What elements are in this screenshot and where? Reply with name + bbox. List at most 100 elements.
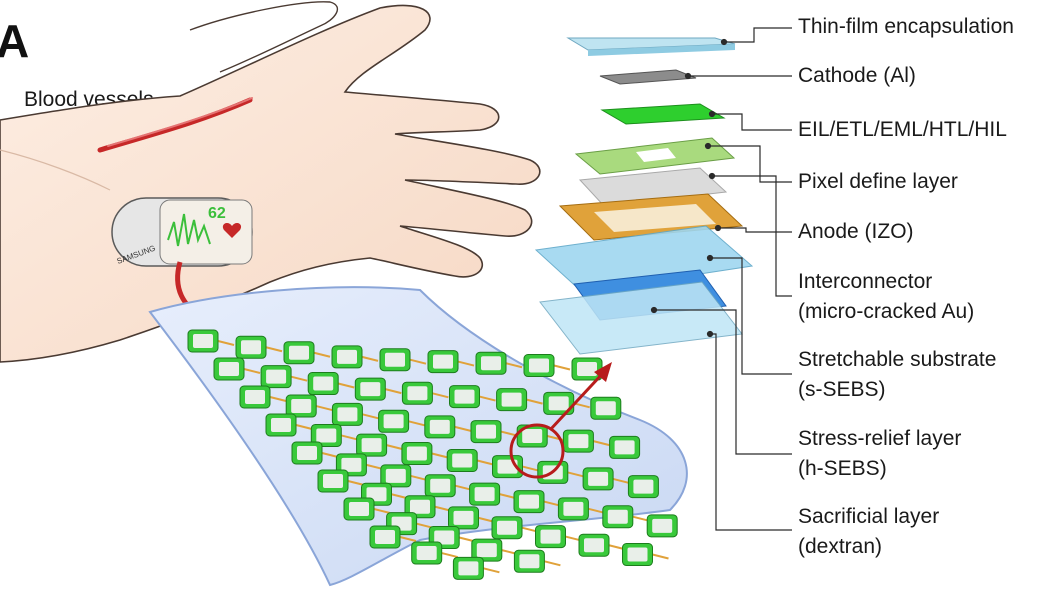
- pixel-interconnect: [483, 567, 500, 574]
- pixel-cell: [378, 409, 410, 433]
- pixel-interconnect: [313, 351, 331, 358]
- pixel-cell: [380, 464, 412, 488]
- pixel-cell: [622, 543, 653, 567]
- hand-illustration: [0, 1, 541, 363]
- pixel-cell: [291, 441, 323, 465]
- magnify-circle: [509, 423, 565, 479]
- pixel-interconnect: [567, 471, 585, 478]
- pixel-interconnect: [399, 536, 417, 542]
- label-stress-relief-line2: (h-SEBS): [798, 457, 887, 480]
- pixel-cell: [609, 435, 641, 459]
- pixel-cell: [646, 514, 678, 538]
- pixel-cell: [239, 385, 271, 409]
- leader-encapsulation: [724, 27, 792, 43]
- pixel-cell: [469, 482, 501, 506]
- pixel-interconnect: [391, 493, 408, 500]
- pixel-cell: [627, 475, 659, 499]
- label-cathode: Cathode (Al): [798, 64, 916, 87]
- pixel-interconnect: [337, 382, 355, 389]
- pixel-interconnect: [243, 368, 261, 374]
- pixel-cell: [471, 538, 503, 562]
- label-anode: Anode (IZO): [798, 220, 914, 243]
- pixel-cell: [448, 506, 479, 530]
- pixel-interconnect: [432, 392, 449, 399]
- pixel-define-hole: [636, 148, 676, 162]
- leader-dot-pixel: [704, 142, 712, 150]
- pixel-cell: [401, 381, 433, 405]
- blood-vessels: [97, 97, 253, 153]
- leader-dot-sacrificial: [706, 330, 714, 338]
- pixel-interconnect: [341, 434, 358, 441]
- label-encapsulation: Thin-film encapsulation: [798, 15, 1014, 38]
- layer-cathode: [599, 69, 697, 85]
- pixel-cell: [496, 388, 528, 412]
- pixel-interconnect: [431, 452, 449, 459]
- label-sacrificial-line1: Sacrificial layer: [798, 505, 940, 528]
- pixel-interconnect: [457, 360, 475, 367]
- vessel-1: [97, 97, 253, 153]
- pixel-interconnect: [409, 358, 427, 365]
- leader-dot-substrate: [706, 254, 714, 262]
- arm-shape: [0, 4, 541, 363]
- layer-eil: [600, 103, 726, 125]
- pixel-cell: [543, 391, 575, 415]
- heart-rate-wave: [167, 213, 211, 247]
- pixel-interconnect: [476, 459, 494, 466]
- pixel-cell: [235, 335, 267, 359]
- leader-dot-cathode: [684, 72, 692, 80]
- pixel-interconnect: [522, 465, 539, 472]
- pixel-cell: [571, 357, 603, 381]
- leader-lines: [650, 27, 792, 531]
- leader-dot-stress-relief: [650, 306, 658, 314]
- pixel-cell: [449, 385, 480, 409]
- zoom-arrow: [548, 370, 606, 432]
- pixel-cell: [470, 420, 502, 444]
- pixel-cell: [562, 429, 594, 453]
- pixel-cell: [310, 423, 342, 447]
- pixel-interconnect: [543, 500, 561, 507]
- label-substrate-line2: (s-SEBS): [798, 378, 886, 401]
- pixel-cell: [265, 413, 297, 437]
- pixel-interconnect: [526, 398, 543, 405]
- layer-encapsulation-side: [588, 44, 735, 56]
- pixel-cell: [213, 357, 245, 381]
- pixel-cell: [283, 341, 315, 365]
- label-pixel-define: Pixel define layer: [798, 170, 958, 193]
- pixel-cell: [187, 329, 219, 353]
- pixel-cell: [513, 549, 545, 573]
- pixel-cell: [260, 365, 292, 389]
- pixel-cell: [535, 525, 566, 549]
- leader-dot-anode: [714, 224, 722, 232]
- pixel-cell: [424, 415, 456, 439]
- pixel-interconnect: [479, 395, 496, 402]
- pixel-interconnect: [347, 480, 365, 486]
- pixel-cell: [356, 433, 388, 457]
- pixel-interconnect: [588, 507, 605, 514]
- pixel-interconnect: [373, 508, 391, 514]
- pixel-interconnect: [315, 405, 333, 412]
- layer-stack: [534, 37, 754, 355]
- label-sacrificial-line2: (dextran): [798, 535, 883, 558]
- pixel-cell: [427, 350, 459, 374]
- pixel-cell: [424, 474, 456, 498]
- pixel-interconnect: [454, 425, 472, 432]
- pixel-cell: [285, 394, 317, 418]
- label-interconnector: Interconnector (micro-cracked Au): [798, 267, 974, 327]
- pixel-cell: [343, 497, 375, 521]
- pixel-cell: [491, 516, 523, 540]
- pixel-cell: [331, 345, 363, 369]
- label-interconnector-line2: (micro-cracked Au): [798, 300, 975, 323]
- pixel-cell: [557, 497, 589, 521]
- pixel-cell: [578, 533, 610, 557]
- pixel-interconnect: [410, 474, 428, 481]
- pixel-interconnect: [361, 355, 379, 362]
- pixel-cell: [428, 526, 460, 550]
- pixel-interconnect: [416, 522, 433, 529]
- pixel-interconnect: [573, 402, 590, 409]
- leader-dot-interconnector: [708, 172, 716, 180]
- label-eil: EIL/ETL/EML/HTL/HIL: [798, 118, 1007, 141]
- pixel-cell: [590, 396, 622, 420]
- pixel-interconnect: [593, 440, 610, 447]
- pixel-interconnect: [321, 452, 339, 458]
